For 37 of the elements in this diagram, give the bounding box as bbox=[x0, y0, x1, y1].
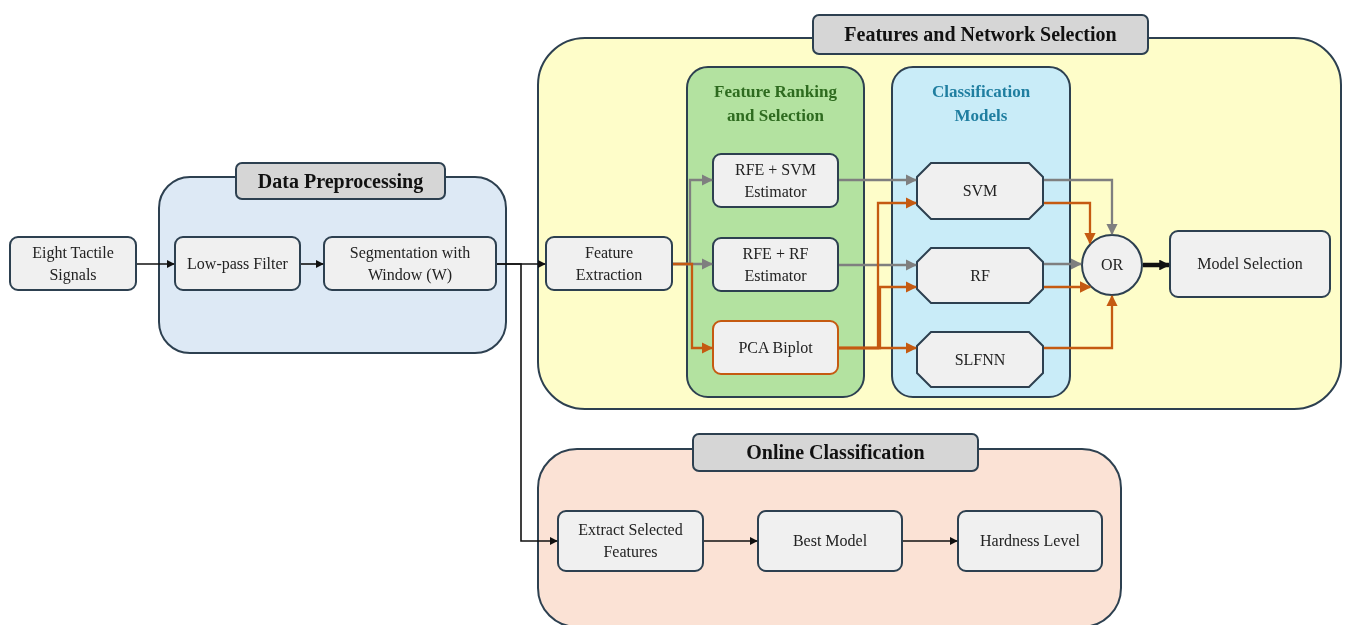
arrow bbox=[839, 259, 918, 271]
panel-heading: Features and Network Selection bbox=[812, 14, 1149, 55]
process-box: Segmentation with Window (W) bbox=[323, 236, 497, 291]
arrow bbox=[703, 537, 758, 545]
arrow bbox=[1044, 258, 1083, 270]
panel-heading: Online Classification bbox=[692, 433, 979, 472]
panel-heading: Feature Ranking and Selection bbox=[713, 81, 838, 127]
process-box: PCA Biplot bbox=[712, 320, 839, 375]
or-circle: OR bbox=[1081, 234, 1143, 296]
arrow bbox=[300, 260, 324, 268]
arrow bbox=[839, 342, 918, 354]
octagon-box: SLFNN bbox=[916, 331, 1044, 388]
panel-heading: Data Preprocessing bbox=[235, 162, 446, 200]
arrow bbox=[1044, 281, 1092, 293]
arrow bbox=[902, 537, 958, 545]
arrow bbox=[1044, 178, 1118, 236]
panel-heading: Classification Models bbox=[930, 81, 1032, 127]
arrow bbox=[1044, 201, 1096, 245]
process-box: Extract Selected Features bbox=[557, 510, 704, 572]
arrow bbox=[1044, 294, 1118, 350]
arrow bbox=[1143, 259, 1171, 271]
arrow bbox=[136, 260, 175, 268]
octagon-box: SVM bbox=[916, 162, 1044, 220]
group-panel bbox=[891, 66, 1071, 398]
process-box: RFE + SVM Estimator bbox=[712, 153, 839, 208]
process-box: RFE + RF Estimator bbox=[712, 237, 839, 292]
process-box: Eight Tactile Signals bbox=[9, 236, 137, 291]
octagon-box: RF bbox=[916, 247, 1044, 304]
process-box: Hardness Level bbox=[957, 510, 1103, 572]
arrow bbox=[673, 262, 714, 354]
arrow bbox=[839, 174, 918, 186]
process-box: Best Model bbox=[757, 510, 903, 572]
process-box: Model Selection bbox=[1169, 230, 1331, 298]
group-panel bbox=[686, 66, 865, 398]
arrow bbox=[496, 263, 558, 545]
process-box: Feature Extraction bbox=[545, 236, 673, 291]
process-box: Low-pass Filter bbox=[174, 236, 301, 291]
